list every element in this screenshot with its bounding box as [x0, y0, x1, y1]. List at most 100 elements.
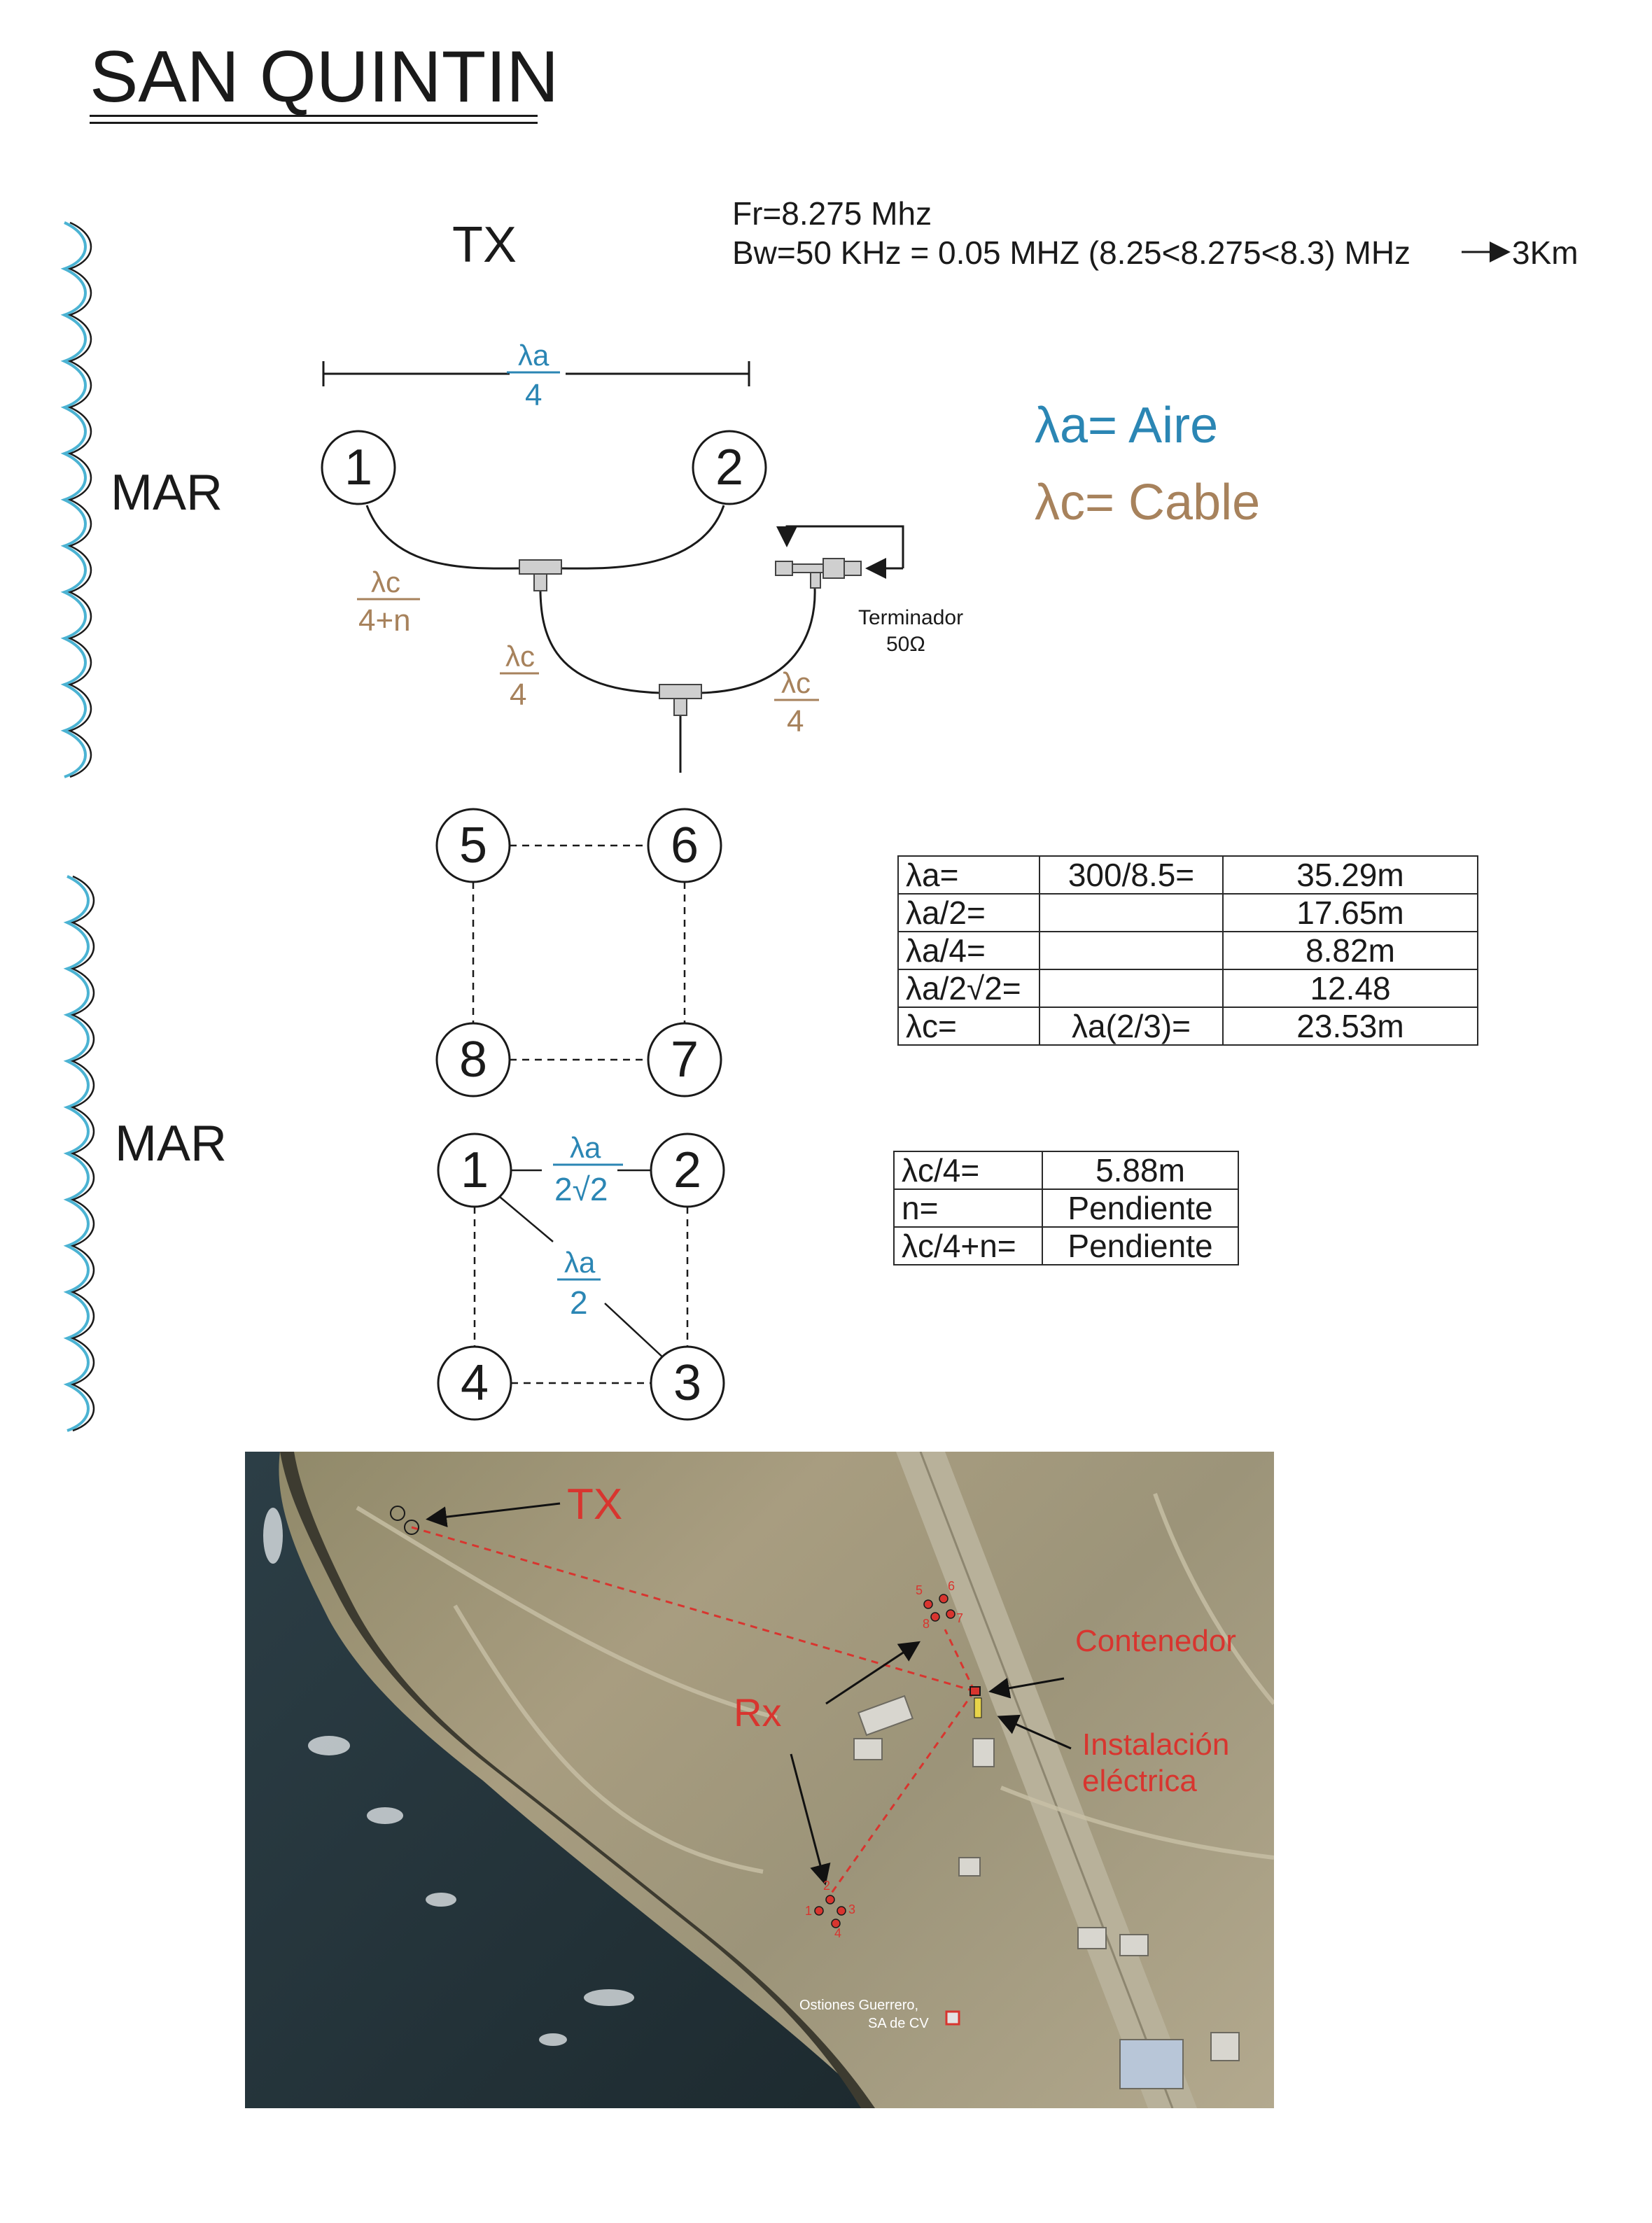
table-cell: 5.88m	[1042, 1151, 1239, 1190]
rx-node-7	[647, 1022, 722, 1098]
satellite-map: TX Rx Contenedor Instalación eléctrica O…	[245, 1452, 1274, 2108]
rx-upper-label-7: 7	[956, 1611, 964, 1625]
dimension-line	[322, 361, 750, 386]
annotation-arrows	[426, 1502, 1072, 1886]
rx-node-6	[647, 808, 722, 883]
dirt-tracks	[356, 1492, 1274, 1874]
rx-node-6-label: 6	[671, 818, 699, 874]
rx-node-5-label: 5	[459, 818, 488, 874]
wavelength-table: λa= 300/8.5= 35.29m λa/2= 17.65m λa/4= 8…	[897, 855, 1478, 1046]
table-row: λa/4= 8.82m	[897, 931, 1478, 970]
table-row: λc/4= 5.88m	[893, 1151, 1239, 1190]
business-label-line1: Ostiones Guerrero,	[799, 1998, 919, 2013]
t-connector-lower	[659, 684, 702, 716]
terminator-value: 50Ω	[886, 633, 925, 656]
table-cell: 23.53m	[1222, 1007, 1478, 1046]
rx-node-3-label: 3	[673, 1355, 702, 1411]
link-lines	[411, 1526, 976, 1898]
cable-mid-numerator: λc	[505, 640, 535, 673]
cable-length-table: λc/4= 5.88m n= Pendiente λc/4+n= Pendien…	[893, 1151, 1239, 1265]
title-underline-double	[90, 122, 538, 124]
table-cell: λc/4=	[893, 1151, 1043, 1190]
rx-node-4-label: 4	[461, 1355, 489, 1411]
fraction-bars	[357, 371, 819, 1281]
table-cell: λa/2=	[897, 893, 1040, 932]
table-row: λa/2√2= 12.48	[897, 969, 1478, 1008]
dim-numerator: λa	[518, 339, 550, 372]
tx-node-2-label: 2	[715, 440, 744, 496]
map-drawing	[245, 1452, 1274, 2108]
table-row: λa/2= 17.65m	[897, 893, 1478, 932]
table-cell: Pendiente	[1042, 1226, 1239, 1265]
container-marker	[969, 1686, 981, 1696]
bandwidth-spec: Bw=50 KHz = 0.05 MHZ (8.25<8.275<8.3) MH…	[732, 234, 1411, 271]
electrical-marker	[974, 1697, 982, 1718]
sea-wave-bottom	[63, 875, 95, 1432]
cable-left-numerator: λc	[371, 566, 400, 598]
electrical-label-line1: Instalación	[1082, 1727, 1230, 1762]
sea-area	[245, 1452, 875, 2108]
business-label-line2: SA de CV	[868, 2016, 929, 2031]
tx-cables	[365, 505, 816, 773]
diag-numerator: λa	[564, 1246, 596, 1279]
sea-label-bottom: MAR	[115, 1116, 227, 1172]
table-cell: λa/2√2=	[897, 969, 1040, 1008]
business-pin	[945, 2010, 960, 2026]
rx-node-8	[435, 1022, 511, 1098]
tx-markers	[390, 1506, 419, 1535]
table-cell: 17.65m	[1222, 893, 1478, 932]
rx-array-a-lines	[472, 844, 686, 1061]
side-numerator: λa	[570, 1131, 601, 1164]
rx-upper-label-8: 8	[923, 1617, 930, 1631]
tx-node-1	[321, 430, 396, 505]
rx-node-2-label: 2	[673, 1142, 702, 1198]
table-cell: 8.82m	[1222, 931, 1478, 970]
terminator-label: Terminador	[858, 606, 964, 629]
legend-cable: λc= Cable	[1035, 475, 1261, 531]
rx-node-8-label: 8	[459, 1032, 488, 1088]
sea-wave-top	[60, 221, 92, 778]
map-rx-label: Rx	[734, 1690, 782, 1734]
tx-heading: TX	[452, 217, 517, 273]
rx-node-3	[650, 1345, 725, 1421]
diag-denominator: 2	[570, 1284, 588, 1321]
container-label: Contenedor	[1075, 1624, 1236, 1658]
cable-right-numerator: λc	[781, 666, 811, 699]
surf-foam	[263, 1508, 634, 2046]
tx-node-2	[692, 430, 767, 505]
sea-label-top: MAR	[111, 465, 223, 521]
table-row: λc= λa(2/3)= 23.53m	[897, 1007, 1478, 1046]
rx-lower-label-4: 4	[834, 1926, 842, 1940]
cable-mid-denominator: 4	[510, 678, 527, 712]
rx-lower-label-1: 1	[805, 1904, 813, 1918]
table-cell: λc/4+n=	[893, 1226, 1043, 1265]
table-row: λa= 300/8.5= 35.29m	[897, 855, 1478, 895]
page-title: SAN QUINTIN	[90, 36, 559, 118]
rx-markers-upper	[923, 1594, 955, 1622]
rx-array-b-lines	[473, 1169, 689, 1384]
table-cell: 300/8.5=	[1039, 855, 1224, 895]
table-cell: λa/4=	[897, 931, 1040, 970]
cable-right-denominator: 4	[787, 704, 804, 738]
table-cell	[1039, 893, 1224, 932]
title-underline	[90, 115, 538, 117]
terminator-arrow	[776, 525, 904, 579]
rx-node-7-label: 7	[671, 1032, 699, 1088]
rx-node-5	[435, 808, 511, 883]
table-cell: 12.48	[1222, 969, 1478, 1008]
map-tx-label: TX	[567, 1480, 623, 1529]
buildings	[853, 1695, 1240, 2089]
tx-node-1-label: 1	[344, 440, 373, 496]
rx-node-1-label: 1	[461, 1142, 489, 1198]
table-cell: Pendiente	[1042, 1188, 1239, 1228]
side-denominator: 2√2	[554, 1171, 608, 1207]
cable-left-denominator: 4+n	[358, 603, 411, 638]
table-cell	[1039, 969, 1224, 1008]
rx-node-2	[650, 1132, 725, 1208]
range-result: 3Km	[1512, 234, 1578, 271]
table-cell	[1039, 931, 1224, 970]
rx-node-1	[437, 1132, 512, 1208]
table-cell: λc=	[897, 1007, 1040, 1046]
electrical-label-line2: eléctrica	[1082, 1764, 1197, 1798]
dim-denominator: 4	[525, 378, 542, 412]
